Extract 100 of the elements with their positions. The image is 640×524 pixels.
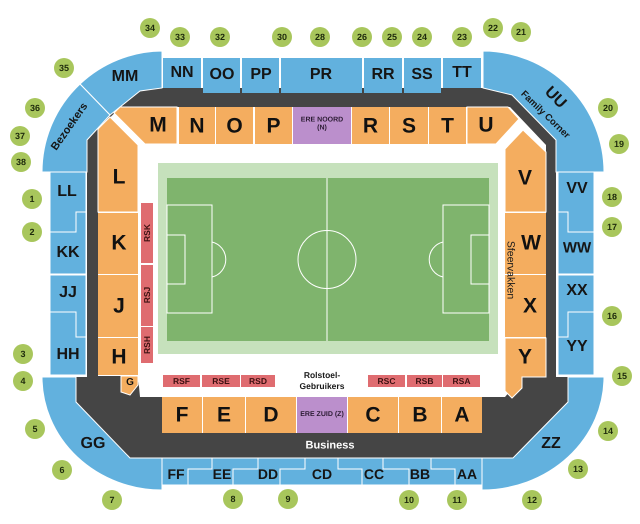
section-name: AA	[456, 467, 478, 481]
section-name: CD	[312, 467, 332, 481]
seating-section	[50, 172, 86, 232]
section-name: C	[365, 404, 381, 426]
gate-marker: 13	[568, 459, 588, 479]
gate-marker: 32	[210, 27, 230, 47]
section-name: PP	[250, 67, 272, 83]
gate-marker: 3	[13, 344, 33, 364]
section-name: GG	[80, 436, 106, 452]
seating-section	[442, 397, 482, 433]
section-name: SS	[411, 67, 433, 83]
section-name: TT	[452, 65, 472, 81]
section-name: RSJ	[142, 286, 152, 304]
seating-section	[505, 130, 546, 212]
section-name: CC	[364, 467, 384, 481]
seating-section	[98, 117, 138, 212]
section-name: DD	[258, 467, 278, 481]
seating-section	[242, 58, 279, 93]
section-name: U	[478, 114, 494, 136]
seating-section	[203, 58, 240, 93]
seating-section	[281, 58, 362, 93]
section-name: O	[226, 115, 243, 136]
section-name: B	[412, 404, 428, 426]
section-name: V	[518, 168, 532, 188]
section-name: Y	[518, 346, 532, 368]
section-name: HH	[56, 347, 80, 363]
seating-section	[443, 375, 480, 387]
seating-section	[280, 458, 362, 485]
gate-marker: 25	[382, 27, 402, 47]
seating-section	[293, 107, 351, 144]
seating-section	[42, 377, 162, 490]
section-name: XX	[566, 283, 588, 299]
section-name: KK	[56, 245, 80, 261]
section-name: G	[126, 378, 134, 388]
seating-section	[255, 107, 292, 144]
gate-marker: 20	[598, 98, 618, 118]
seating-section	[558, 212, 594, 274]
seating-section	[114, 107, 177, 144]
seating-section	[429, 107, 466, 144]
section-name: P	[266, 115, 280, 136]
gate-marker: 6	[52, 460, 72, 480]
section-name: N	[189, 115, 205, 136]
gate-marker: 5	[25, 419, 45, 439]
section-name: M	[149, 114, 167, 136]
gate-marker: 2	[22, 222, 42, 242]
section-name: RSB	[416, 376, 434, 386]
section-name: RSD	[249, 376, 267, 386]
seating-section	[505, 338, 546, 398]
gate-marker: 28	[310, 27, 330, 47]
gate-marker: 14	[598, 421, 618, 441]
section-name: MM	[112, 69, 138, 85]
seating-section	[179, 107, 215, 144]
gate-marker: 21	[511, 22, 531, 42]
section-name: RSF	[173, 376, 190, 386]
seating-section	[163, 375, 200, 387]
section-name: RSK	[142, 224, 152, 242]
seating-section	[390, 107, 428, 144]
gate-marker: 17	[602, 217, 622, 237]
seating-section	[98, 275, 138, 337]
section-name: L	[112, 166, 126, 188]
section-name: RSC	[378, 376, 396, 386]
gate-marker: 26	[352, 27, 372, 47]
gate-marker: 34	[140, 18, 160, 38]
section-name: WW	[562, 240, 592, 256]
section-name: K	[111, 232, 127, 254]
gate-marker: 9	[278, 489, 298, 509]
seating-section	[246, 397, 296, 433]
seating-section	[141, 203, 153, 263]
seating-section	[202, 375, 240, 387]
seating-section	[50, 212, 86, 274]
gate-marker: 12	[522, 490, 542, 510]
gate-marker: 7	[102, 490, 122, 510]
seating-section	[364, 58, 402, 93]
gate-marker: 1	[22, 189, 42, 209]
section-name: W	[521, 232, 541, 254]
section-name: S	[402, 115, 416, 136]
section-name: OO	[210, 67, 234, 83]
area-label: Business	[306, 440, 354, 452]
seating-section	[203, 397, 245, 433]
section-name: RR	[371, 67, 395, 83]
section-name: D	[263, 404, 279, 426]
section-name: LL	[57, 184, 77, 200]
gate-marker: 23	[452, 27, 472, 47]
gate-marker: 36	[25, 98, 45, 118]
section-name: NN	[170, 65, 194, 81]
section-name: VV	[566, 181, 588, 197]
section-name: JJ	[59, 285, 77, 301]
seating-section	[141, 265, 153, 326]
seating-section	[241, 375, 275, 387]
section-name: BB	[410, 467, 430, 481]
section-name: A	[454, 404, 470, 426]
area-label: Sfeervakken	[504, 240, 516, 300]
gate-marker: 38	[11, 152, 31, 172]
seating-section	[141, 327, 153, 363]
section-name: RSH	[142, 336, 152, 354]
gate-marker: 37	[10, 126, 30, 146]
seating-section	[163, 58, 201, 88]
seating-section	[467, 107, 519, 144]
section-name: ZZ	[541, 436, 561, 452]
section-name: EE	[212, 467, 232, 481]
